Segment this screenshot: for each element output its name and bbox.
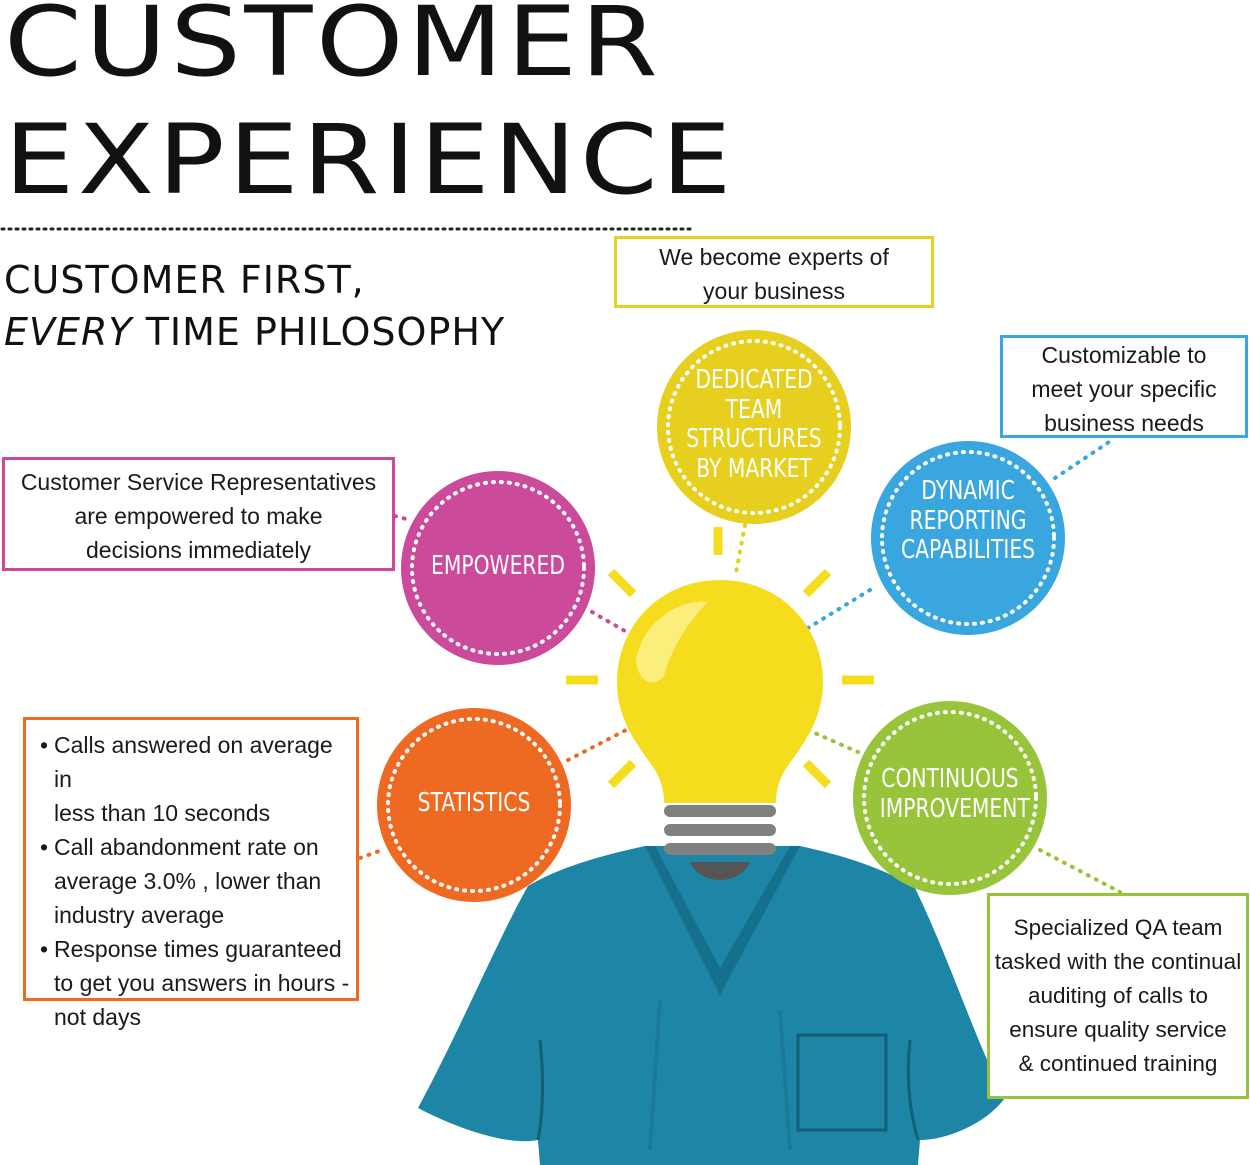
statistics-bullet-3: Response times guaranteed to get you ans… [54, 936, 350, 1030]
callout-continuous: Specialized QA team tasked with the cont… [987, 893, 1249, 1099]
list-item: •Call abandonment rate on average 3.0% ,… [32, 830, 352, 932]
callout-dynamic: Customizable to meet your specific busin… [1000, 335, 1248, 438]
circle-label-dedicated: DEDICATED TEAM STRUCTURES BY MARKET [686, 365, 822, 484]
callout-empowered-text: Customer Service Representatives are emp… [20, 469, 377, 563]
connector-empowered-box [393, 514, 412, 522]
circle-label-dynamic: DYNAMIC REPORTING CAPABILITIES [900, 476, 1036, 566]
subtitle-line-2: EVERY TIME PHILOSOPHY [4, 313, 505, 351]
list-item: •Response times guaranteed to get you an… [32, 932, 352, 1034]
bulb-ray [802, 759, 832, 789]
circle-statistics [377, 708, 571, 902]
bullet-icon: • [40, 834, 49, 860]
callout-dedicated-text: We become experts of your business [659, 244, 889, 304]
callout-dedicated: We become experts of your business [614, 236, 934, 308]
circle-label-empowered: EMPOWERED [431, 551, 565, 581]
bulb-ray [607, 759, 637, 789]
statistics-bullet-list: •Calls answered on average in less than … [32, 728, 352, 1034]
connector-continuous-box [1038, 848, 1122, 894]
connector-dynamic-box [1053, 438, 1114, 480]
circle-label-continuous: CONTINUOUS IMPROVEMENT [879, 764, 1030, 824]
circle-continuous [853, 701, 1047, 895]
connector-dynamic [806, 588, 872, 630]
bulb-ray [607, 568, 637, 598]
circle-dynamic [871, 441, 1065, 635]
circle-empowered [401, 471, 595, 665]
callout-continuous-text: Specialized QA team tasked with the cont… [994, 915, 1242, 1076]
circle-label-statistics: STATISTICS [417, 788, 531, 818]
lightbulb-icon [617, 580, 823, 880]
bullet-icon: • [40, 936, 49, 962]
connector-continuous [806, 728, 860, 754]
subtitle-emphasis: EVERY [4, 310, 133, 354]
page-title-line-2: EXPERIENCE [4, 104, 735, 216]
circle-dedicated [657, 330, 851, 524]
connector-empowered [590, 610, 634, 637]
bullet-icon: • [40, 732, 49, 758]
statistics-bullet-1: Calls answered on average in less than 1… [54, 732, 333, 826]
callout-statistics: •Calls answered on average in less than … [23, 717, 359, 1030]
page-title-line-1: CUSTOMER [4, 0, 662, 98]
connector-statistics-box [358, 848, 384, 860]
connector-dedicated [733, 523, 747, 580]
statistics-bullet-2: Call abandonment rate on average 3.0% , … [54, 834, 322, 928]
list-item: •Calls answered on average in less than … [32, 728, 352, 830]
connector-statistics [566, 726, 632, 762]
callout-empowered: Customer Service Representatives are emp… [2, 457, 395, 571]
subtitle-line-1: CUSTOMER FIRST, [4, 258, 365, 302]
callout-dynamic-text: Customizable to meet your specific busin… [1031, 342, 1217, 436]
scrubs-shirt-icon [418, 846, 1005, 1165]
subtitle-rest: TIME PHILOSOPHY [132, 310, 506, 354]
bulb-ray [802, 568, 832, 598]
